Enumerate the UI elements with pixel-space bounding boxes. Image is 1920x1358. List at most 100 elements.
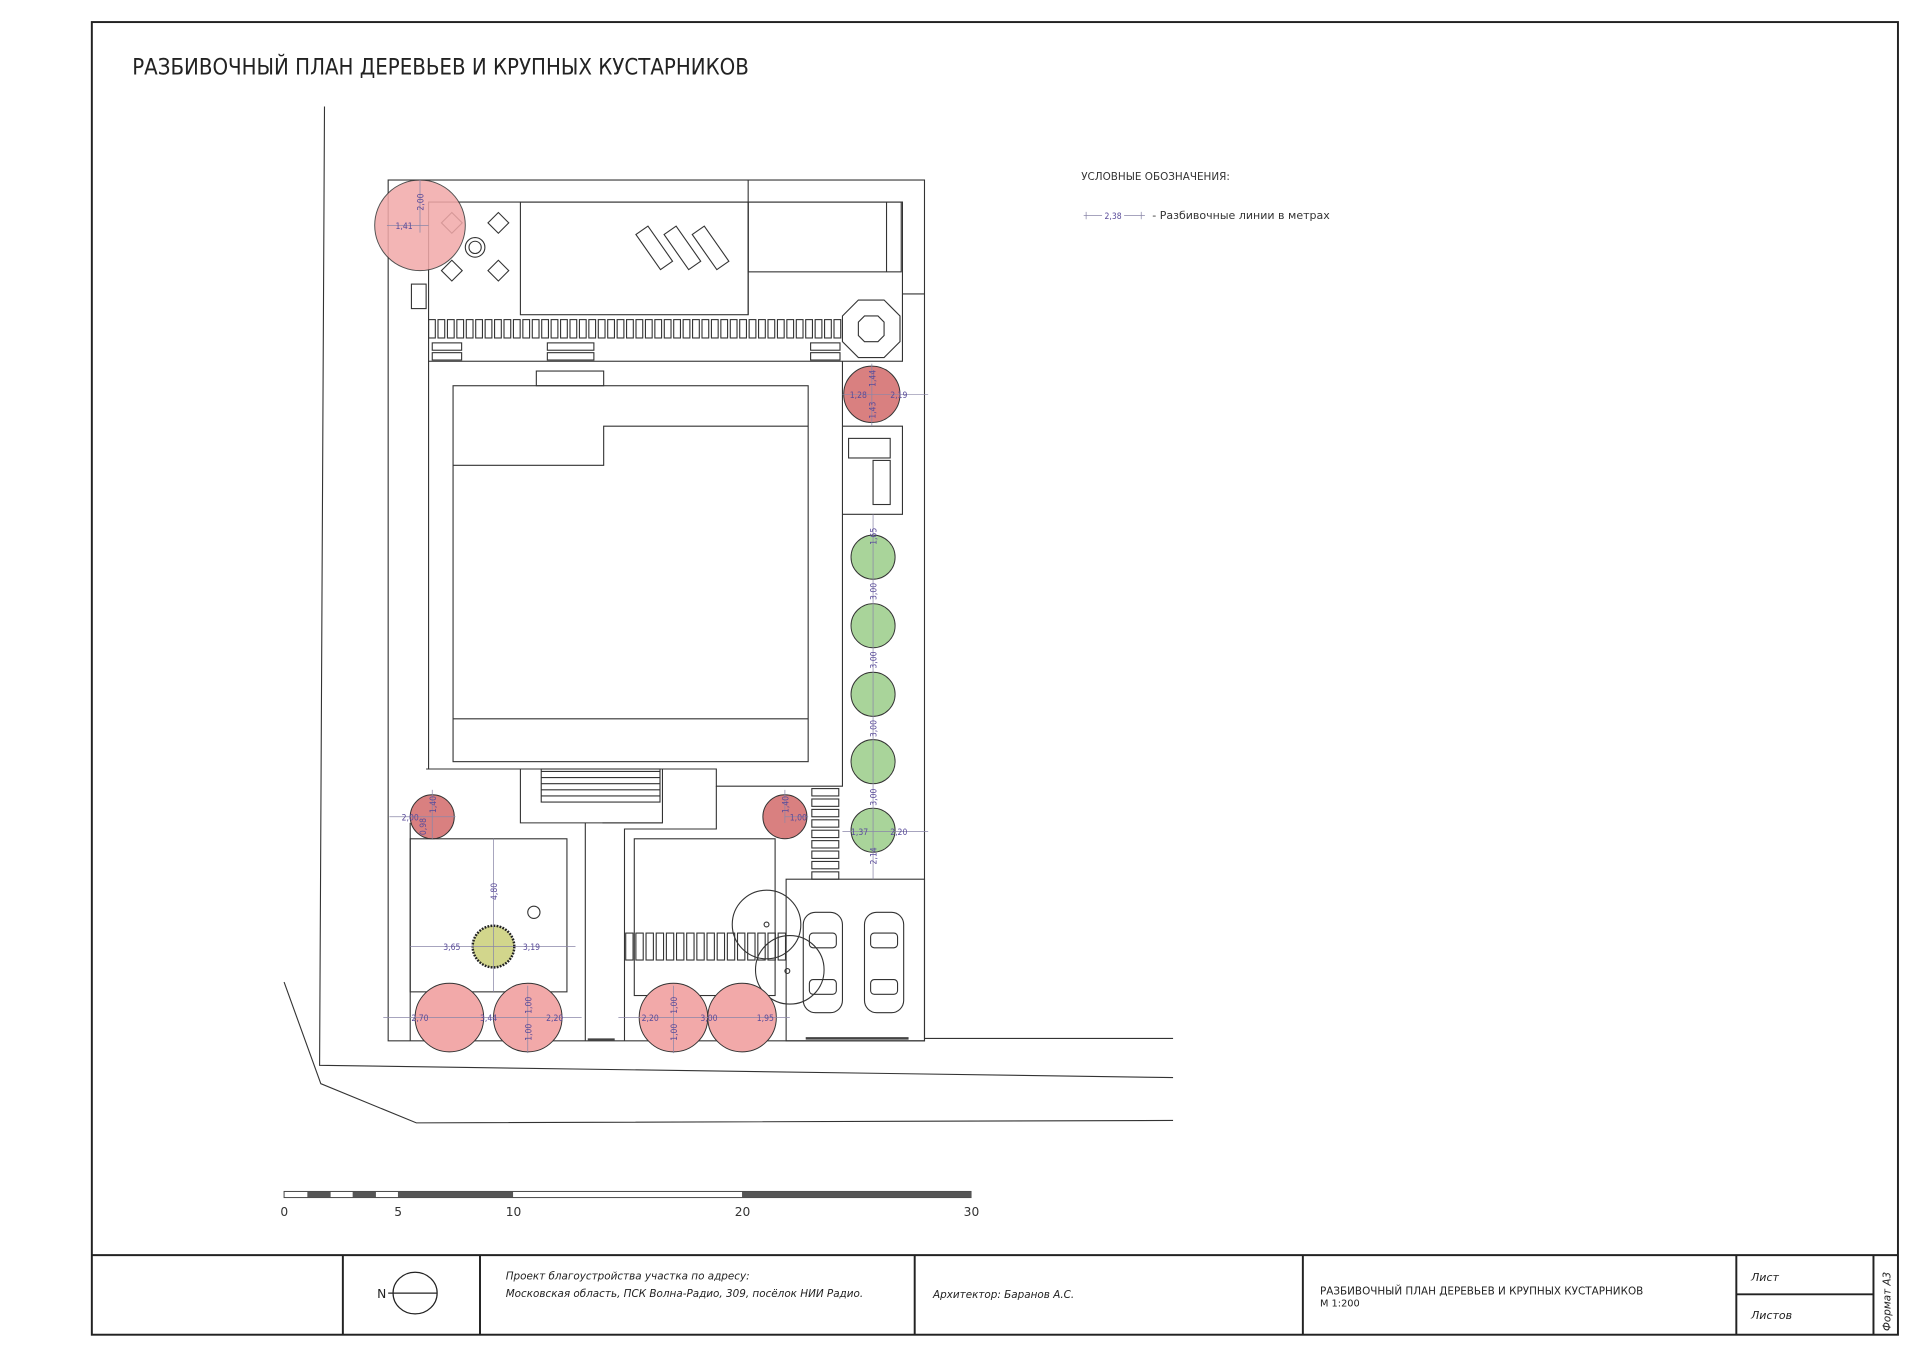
dimension-label: 2,70 (411, 1014, 428, 1024)
dimension-label: 2,20 (890, 828, 907, 838)
scale-tick: 0 (280, 1205, 288, 1219)
legend-heading: УСЛОВНЫЕ ОБОЗНАЧЕНИЯ: (1081, 171, 1230, 183)
dimension-label: 1,40 (429, 796, 439, 813)
board (645, 932, 654, 961)
sheet-scale: М 1:200 (1320, 1299, 1360, 1310)
board (811, 860, 840, 870)
board (569, 319, 578, 339)
board (428, 319, 436, 339)
board (758, 319, 766, 339)
dimension-label: 1,37 (851, 828, 868, 838)
board (655, 932, 665, 961)
board (824, 319, 832, 339)
dimension-label: 2,20 (546, 1014, 563, 1024)
dimension-label: 2,20 (642, 1014, 659, 1024)
board (811, 819, 840, 828)
board (786, 319, 795, 339)
dimension-label: 1,40 (782, 796, 792, 813)
board (522, 319, 531, 339)
board (811, 798, 840, 807)
board (635, 319, 644, 339)
car-icon (802, 911, 843, 1014)
board (748, 319, 757, 339)
board (675, 932, 685, 961)
board (747, 932, 756, 961)
board (811, 829, 840, 839)
gazebo (841, 299, 901, 359)
board (739, 319, 747, 339)
dimension-label: 2,00 (402, 813, 419, 823)
board (726, 932, 736, 961)
house (452, 385, 809, 763)
car-icon (863, 911, 905, 1014)
board (654, 319, 663, 339)
board (767, 932, 776, 961)
legend: УСЛОВНЫЕ ОБОЗНАЧЕНИЯ: 2,38 - Разбивочные… (1081, 171, 1330, 222)
board (833, 319, 842, 339)
project-line-2: Московская область, ПСК Волна-Радио, 309… (506, 1288, 863, 1300)
board (446, 319, 455, 339)
board (814, 319, 823, 339)
board (716, 932, 726, 961)
scale-tick: 10 (506, 1205, 522, 1219)
north-label: N (377, 1287, 386, 1301)
dimension-label: 1,00 (670, 997, 680, 1014)
board (512, 319, 521, 339)
page-title: РАЗБИВОЧНЫЙ ПЛАН ДЕРЕВЬЕВ И КРУПНЫХ КУСТ… (132, 55, 749, 81)
board (540, 768, 661, 803)
board (767, 319, 776, 339)
board (578, 319, 587, 339)
dimension-label: 3,65 (443, 943, 460, 953)
board (673, 319, 682, 339)
dimension-label: 2,19 (890, 391, 907, 401)
board (811, 808, 840, 818)
board (531, 319, 540, 339)
board (795, 319, 804, 339)
board (811, 840, 840, 849)
dimension-label: 1,00 (524, 1024, 534, 1041)
dimension-label: 3,00 (870, 651, 880, 668)
board (710, 319, 719, 339)
board (616, 319, 625, 339)
board (625, 932, 634, 961)
board (465, 319, 474, 339)
dimension-label: 3,00 (870, 583, 880, 600)
dimension-label: 2,00 (417, 193, 427, 210)
format-label: Формат А3 (1882, 1272, 1894, 1331)
architect: Архитектор: Баранов А.С. (932, 1289, 1074, 1301)
board (682, 319, 691, 339)
dimension-label: 0,98 (419, 818, 429, 835)
project-line-1: Проект благоустройства участка по адресу… (506, 1271, 750, 1283)
dimension-label: 1,43 (869, 402, 879, 419)
north-arrow-icon: N (377, 1271, 438, 1315)
board (811, 850, 840, 859)
board (686, 932, 695, 961)
board (484, 319, 493, 339)
dimension-lines (383, 180, 929, 1054)
board (475, 319, 484, 339)
board (626, 319, 634, 339)
scale-bar: 0 5 10 20 30 (280, 1190, 979, 1219)
sheets-label: Листов (1750, 1309, 1792, 1322)
board (503, 319, 512, 339)
dimension-label: 1,65 (870, 528, 880, 545)
dimension-labels: 2,00 1,41 1,44 1,28 2,19 1,43 1,65 3,00 … (396, 193, 908, 1040)
dimension-label: 1,95 (757, 1014, 774, 1024)
board (692, 319, 700, 339)
board (696, 932, 705, 961)
legend-item-label: - Разбивочные линии в метрах (1152, 209, 1330, 222)
board (706, 932, 715, 961)
sheet-frame (90, 21, 1899, 1336)
dimension-label: 1,41 (396, 222, 413, 232)
scale-tick: 5 (394, 1205, 402, 1219)
board (701, 319, 710, 339)
board (560, 319, 568, 339)
dimension-label: 3,00 (700, 1014, 717, 1024)
sheet-title: РАЗБИВОЧНЫЙ ПЛАН ДЕРЕВЬЕВ И КРУПНЫХ КУСТ… (1320, 1284, 1643, 1297)
sheet-label: Лист (1750, 1271, 1779, 1284)
board (736, 932, 746, 961)
board (776, 319, 785, 339)
site-plan (283, 106, 1174, 1124)
scale-tick: 20 (735, 1205, 751, 1219)
